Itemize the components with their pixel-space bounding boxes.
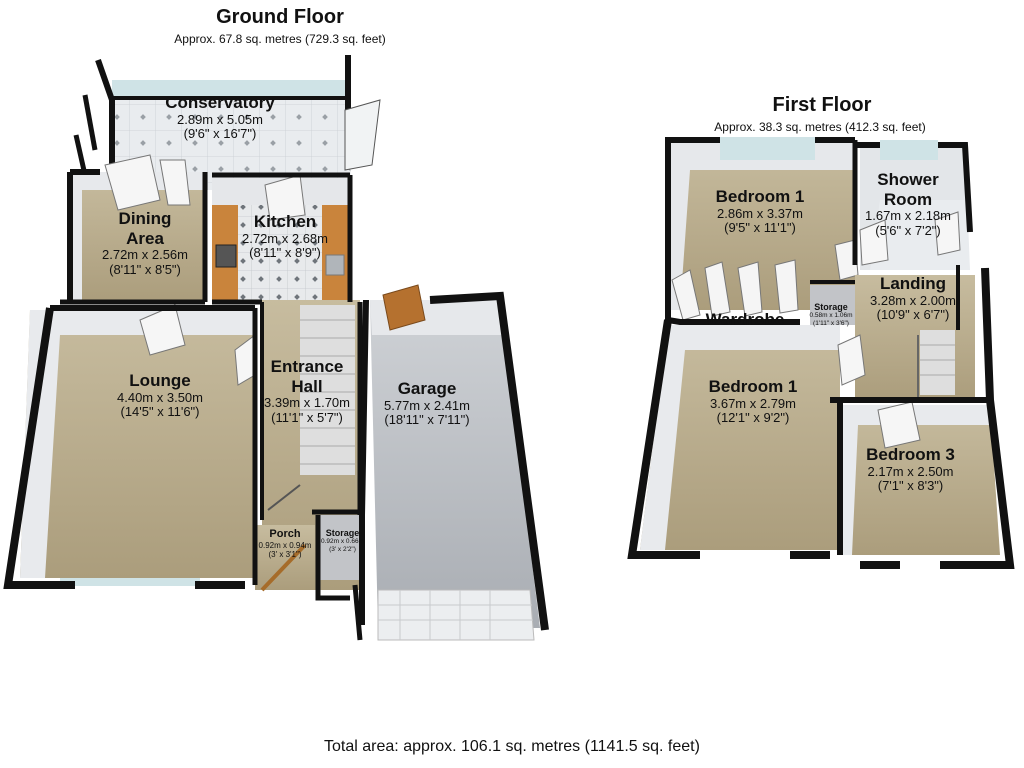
ground-floor-plan	[3, 55, 549, 641]
lounge-metric: 4.40m x 3.50m	[117, 389, 203, 405]
bedroom3-metric: 2.17m x 2.50m	[867, 463, 954, 479]
landing-imperial: (10'9" x 6'7")	[876, 307, 950, 323]
dining-name-line1: Dining	[118, 209, 172, 228]
porch-metric: 0.92m x 0.94m	[258, 540, 312, 550]
dining-imperial: (8'11" x 8'5")	[109, 262, 181, 278]
porch-imperial: (3' x 3'1")	[268, 549, 302, 559]
bedroom3-room	[840, 401, 1000, 555]
ground-storage-label: Storage 0.92m x 0.66m (3' x 2'2")	[310, 528, 375, 553]
lounge-name: Lounge	[129, 371, 191, 390]
bedroom1-bottom-metric: 3.67m x 2.79m	[710, 395, 796, 411]
hall-imperial: (11'1" x 5'7")	[271, 410, 343, 426]
conservatory-imperial: (9'6" x 16'7")	[183, 126, 257, 142]
garage-imperial: (18'11" x 7'11")	[384, 412, 470, 428]
first-storage-imperial: (1'11" x 3'6")	[813, 319, 849, 327]
bedroom1-top-imperial: (9'5" x 11'1")	[724, 220, 796, 236]
hall-name-line2: Hall	[291, 376, 323, 396]
landing-room	[810, 275, 975, 400]
dining-metric: 2.72m x 2.56m	[102, 247, 188, 263]
first-storage-name: Storage	[814, 302, 848, 312]
first-storage-metric: 0.58m x 1.06m	[809, 312, 853, 320]
garage-label: Garage 5.77m x 2.41m (18'11" x 7'11")	[362, 379, 492, 428]
lounge-room	[20, 304, 256, 586]
first-floor-title: First Floor	[772, 94, 872, 116]
kitchen-label: Kitchen 2.72m x 2.68m (8'11" x 8'9")	[215, 212, 355, 261]
wardrobe-label: Wardrobe	[690, 310, 800, 330]
bedroom3-label: Bedroom 3 2.17m x 2.50m (7'1" x 8'3")	[848, 445, 973, 494]
garage-name: Garage	[397, 379, 457, 398]
shower-room	[859, 140, 970, 270]
wardrobe-name: Wardrobe	[705, 310, 785, 329]
bedroom1-bottom-name: Bedroom 1	[708, 377, 798, 396]
garage-room	[370, 284, 540, 641]
landing-metric: 3.28m x 2.00m	[870, 292, 956, 308]
first-floor-walls	[627, 137, 1015, 569]
porch-and-storage	[255, 515, 362, 592]
total-area: Total area: approx. 106.1 sq. metres (11…	[324, 738, 700, 755]
lounge-label: Lounge 4.40m x 3.50m (14'5" x 11'6")	[90, 371, 230, 420]
shower-room-label: Shower Room 1.67m x 2.18m (5'6" x 7'2")	[848, 170, 968, 239]
bedroom1-top-name: Bedroom 1	[715, 187, 805, 206]
conservatory-metric: 2.89m x 5.05m	[177, 111, 263, 127]
bedroom1-bottom-imperial: (12'1" x 9'2")	[716, 410, 790, 426]
dining-room	[70, 154, 205, 302]
shower-metric: 1.67m x 2.18m	[865, 208, 951, 224]
first-storage-label: Storage 0.58m x 1.06m (1'11" x 3'6")	[800, 302, 862, 327]
conservatory-label: Conservatory 2.89m x 5.05m (9'6" x 16'7"…	[140, 93, 300, 142]
ground-floor-title: Ground Floor	[216, 6, 344, 28]
lounge-imperial: (14'5" x 11'6")	[120, 404, 200, 420]
bedroom3-imperial: (7'1" x 8'3")	[877, 478, 944, 494]
dining-name-line2: Area	[126, 228, 164, 248]
kitchen-room	[212, 174, 350, 302]
first-floor-bedroom1-top	[668, 137, 859, 321]
kitchen-name: Kitchen	[253, 212, 317, 231]
dining-label: Dining Area 2.72m x 2.56m (8'11" x 8'5")	[80, 209, 210, 278]
first-floor-area: Approx. 38.3 sq. metres (412.3 sq. feet)	[714, 120, 926, 134]
ground-storage-imperial: (3' x 2'2")	[329, 545, 356, 553]
bedroom1-bottom-label: Bedroom 1 3.67m x 2.79m (12'1" x 9'2")	[688, 377, 818, 426]
hall-name-line1: Entrance	[270, 357, 344, 376]
bedroom1-top-label: Bedroom 1 2.86m x 3.37m (9'5" x 11'1")	[700, 187, 820, 236]
first-floor-plan	[627, 137, 1015, 569]
kitchen-imperial: (8'11" x 8'9")	[249, 245, 321, 261]
garage-metric: 5.77m x 2.41m	[384, 397, 470, 413]
bedroom1-top-metric: 2.86m x 3.37m	[717, 205, 803, 221]
kitchen-metric: 2.72m x 2.68m	[242, 230, 328, 246]
conservatory-name: Conservatory	[165, 93, 275, 112]
shower-imperial: (5'6" x 7'2")	[875, 223, 941, 239]
ground-floor-walls	[3, 169, 549, 641]
shower-name-line2: Room	[883, 189, 933, 209]
ground-floor-area: Approx. 67.8 sq. metres (729.3 sq. feet)	[174, 32, 386, 46]
shower-name-line1: Shower	[877, 170, 939, 189]
landing-label: Landing 3.28m x 2.00m (10'9" x 6'7")	[853, 274, 973, 323]
porch-name: Porch	[269, 528, 301, 540]
ground-storage-name: Storage	[325, 528, 360, 538]
landing-name: Landing	[879, 274, 947, 293]
entrance-hall-label: Entrance Hall 3.39m x 1.70m (11'1" x 5'7…	[242, 357, 372, 426]
porch-label: Porch 0.92m x 0.94m (3' x 3'1")	[250, 528, 320, 559]
hall-metric: 3.39m x 1.70m	[264, 395, 350, 411]
ground-storage-metric: 0.92m x 0.66m	[321, 538, 364, 546]
bedroom3-name: Bedroom 3	[866, 445, 955, 464]
first-floor-bedroom1-bottom	[640, 325, 866, 550]
